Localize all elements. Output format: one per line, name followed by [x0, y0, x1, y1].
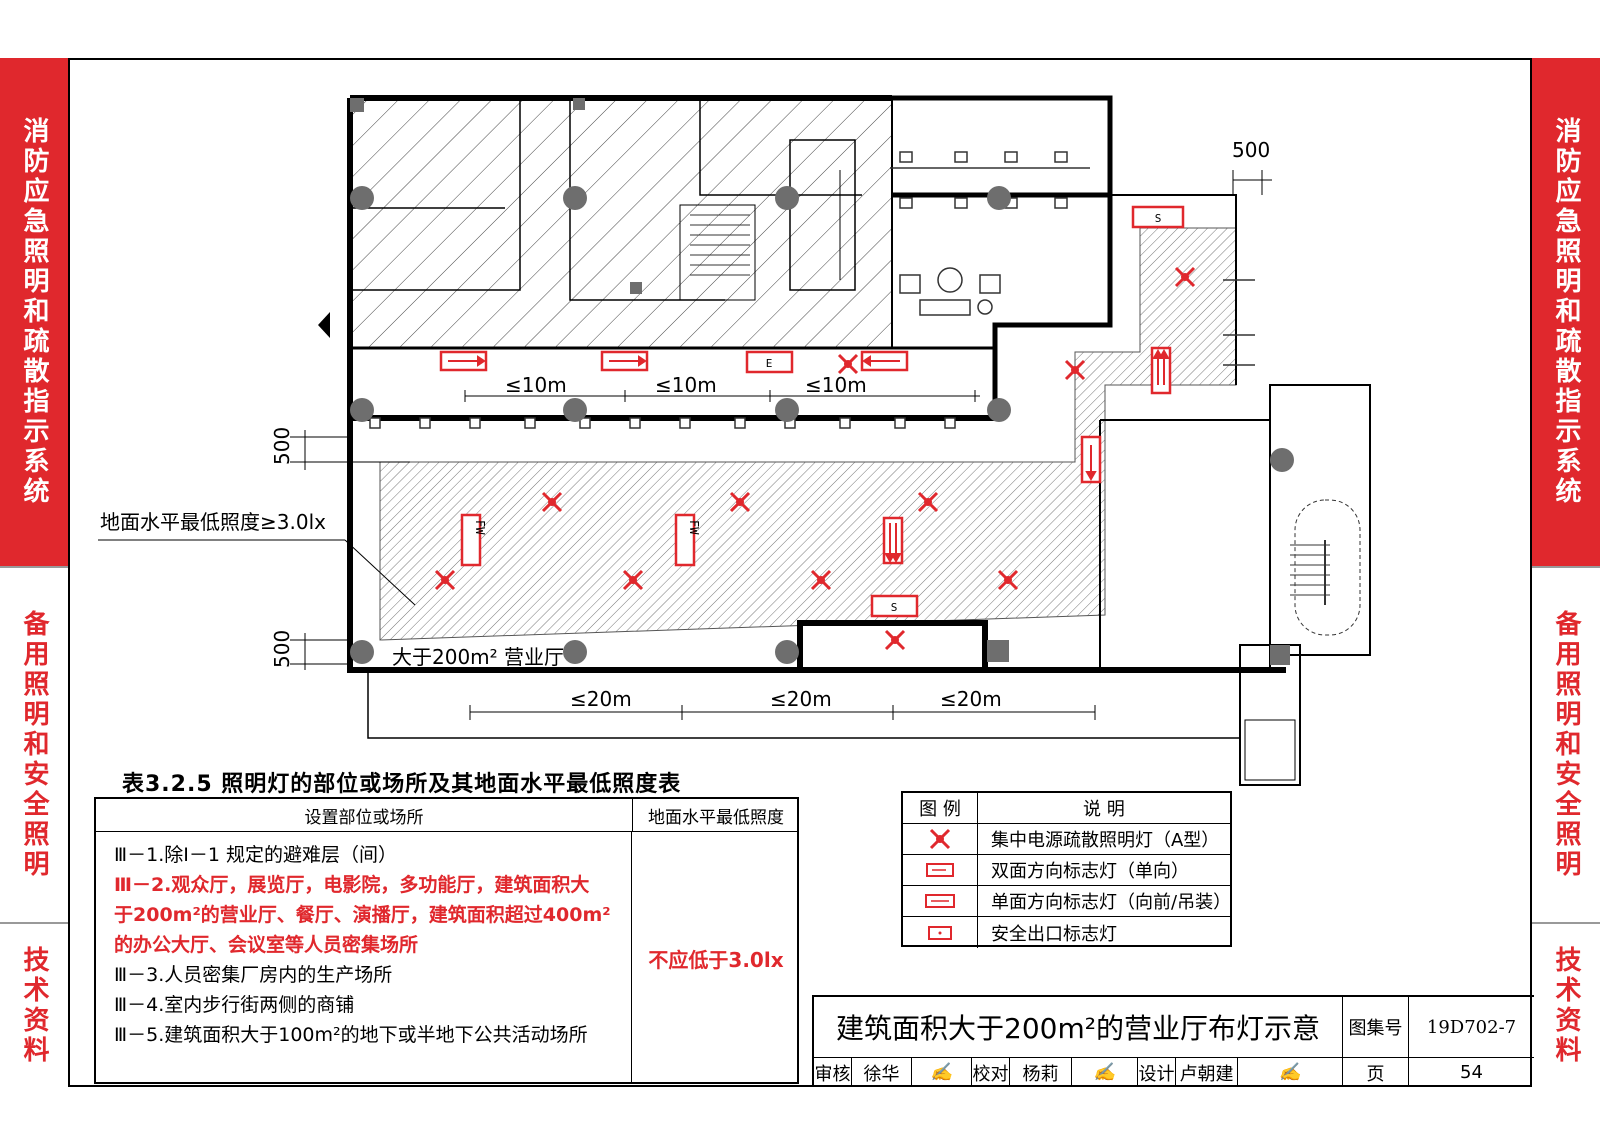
side-tab-left-2: 备用照明和安全照明: [0, 566, 68, 922]
designer-signature: ✍: [1238, 1058, 1343, 1087]
sign-fw-label-1: FW: [473, 520, 487, 535]
page-label: 页: [1343, 1058, 1409, 1087]
spacing-10m-2: ≤10m: [655, 373, 717, 397]
table-col-location: 设置部位或场所: [96, 799, 633, 832]
legend-item: 双面方向标志灯（单向）: [991, 861, 1189, 882]
table-row-highlight: 的办公大厅、会议室等人员密集场所: [114, 934, 419, 956]
legend-head-desc: 说 明: [1083, 799, 1125, 820]
hall-label: 大于200m² 营业厅: [392, 645, 565, 669]
checker-name: 杨莉: [1010, 1058, 1072, 1087]
side-tab-left-3: 技术资料: [0, 922, 68, 1087]
single-direction-sign-icon: [903, 886, 978, 916]
legend-item: 集中电源疏散照明灯（A型）: [991, 830, 1220, 851]
emergency-lamp-icon: [903, 824, 978, 854]
dim-500-left-2: 500: [270, 629, 294, 668]
direction-signs: [439, 205, 1185, 618]
side-tab-left-1: 消防应急照明和疏散指示系统: [0, 58, 68, 566]
table-row: Ⅲ－1.除Ⅰ－1 规定的避难层（间）: [114, 844, 397, 866]
spacing-10m-1: ≤10m: [505, 373, 567, 397]
legend: 图 例 说 明 集中电源疏散照明灯（A型） 双面方向标志灯（单向） 单面方向标志…: [901, 791, 1232, 948]
legend-item: 单面方向标志灯（向前/吊装）: [991, 892, 1232, 913]
illuminance-note: 地面水平最低照度≥3.0lx: [100, 510, 326, 534]
drawing-title: 建筑面积大于200m²的营业厅布灯示意: [814, 997, 1343, 1058]
spacing-20m-1: ≤20m: [570, 687, 632, 711]
reviewer-signature: ✍: [912, 1058, 972, 1087]
designer-name: 卢朝建: [1176, 1058, 1238, 1087]
checker-signature: ✍: [1072, 1058, 1138, 1087]
sign-e-label: E: [766, 357, 773, 370]
entrance-marker: [318, 312, 330, 338]
design-label: 设计: [1138, 1058, 1176, 1087]
spacing-20m-2: ≤20m: [770, 687, 832, 711]
sign-arrows: [448, 348, 1170, 564]
exit-sign-icon: [903, 917, 978, 948]
legend-head-symbol: 图 例: [903, 793, 978, 823]
dim-500-left-1: 500: [270, 426, 294, 465]
table-body: Ⅲ－1.除Ⅰ－1 规定的避难层（间） Ⅲ－2.观众厅，展览厅，电影院，多功能厅，…: [96, 832, 632, 1084]
table-row-highlight: 于200m²的营业厅、餐厅、演播厅，建筑面积超过400m²: [114, 904, 611, 926]
sign-exit-label-1: S: [1155, 212, 1162, 225]
hatched-core-area: [352, 98, 892, 348]
table-row: Ⅲ－5.建筑面积大于100m²的地下或半地下公共活动场所: [114, 1024, 588, 1046]
review-label: 审核: [814, 1058, 852, 1087]
atlas-label: 图集号: [1343, 997, 1409, 1058]
table-row-highlight: Ⅲ－2.观众厅，展览厅，电影院，多功能厅，建筑面积大: [114, 874, 590, 896]
corridor-downlights: [369, 197, 1068, 429]
side-tab-right-1: 消防应急照明和疏散指示系统: [1532, 58, 1600, 566]
double-direction-sign-icon: [903, 855, 978, 885]
page-number: 54: [1460, 1062, 1483, 1083]
legend-item: 安全出口标志灯: [991, 923, 1117, 945]
table-title: 表3.2.5 照明灯的部位或场所及其地面水平最低照度表: [122, 772, 682, 797]
dim-500-top: 500: [1232, 138, 1271, 162]
atlas-number: 19D702-7: [1409, 997, 1534, 1058]
check-label: 校对: [972, 1058, 1010, 1087]
title-block: 建筑面积大于200m²的营业厅布灯示意 图集号 19D702-7 审核 徐华 ✍…: [812, 995, 1534, 1087]
walls: [347, 95, 1371, 786]
spacing-20m-3: ≤20m: [940, 687, 1002, 711]
standard-luminaires: [350, 98, 1294, 665]
stairs: [690, 214, 1361, 636]
table-value: 不应低于3.0lx: [648, 947, 784, 972]
spacing-10m-3: ≤10m: [805, 373, 867, 397]
reviewer-name: 徐华: [852, 1058, 912, 1087]
sign-exit-label-2: S: [891, 601, 898, 614]
illuminance-table: 设置部位或场所 地面水平最低照度 Ⅲ－1.除Ⅰ－1 规定的避难层（间） Ⅲ－2.…: [94, 797, 799, 1084]
sign-fw-label-2: FW: [687, 520, 701, 535]
furniture: [890, 151, 1255, 366]
side-tab-right-2: 备用照明和安全照明: [1532, 566, 1600, 922]
drawing-frame: [68, 58, 1532, 1087]
dimension-lines: [98, 170, 1272, 720]
table-row: Ⅲ－4.室内步行街两侧的商铺: [114, 994, 355, 1016]
table-row: Ⅲ－3.人员密集厂房内的生产场所: [114, 964, 393, 986]
side-tab-right-3: 技术资料: [1532, 922, 1600, 1087]
table-col-illuminance: 地面水平最低照度: [633, 799, 799, 832]
